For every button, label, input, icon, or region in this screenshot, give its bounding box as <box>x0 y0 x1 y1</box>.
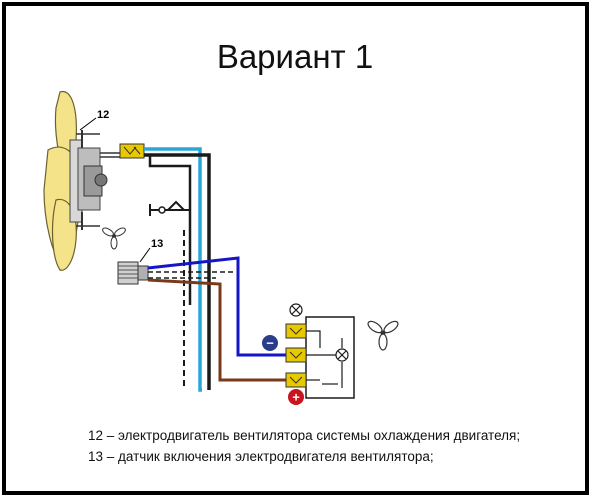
legend-item-13: 13 – датчик включения электродвигателя в… <box>88 449 434 464</box>
motor-label: 12 <box>97 109 109 121</box>
plus-badge: + <box>288 389 304 405</box>
fan-icon <box>102 227 126 250</box>
sensor-13 <box>117 261 149 285</box>
svg-text:−: − <box>266 336 274 351</box>
wire-brown <box>147 278 286 382</box>
wire-cyan <box>144 147 202 392</box>
diagram-title: Вариант 1 <box>216 38 374 75</box>
switch-icon <box>149 200 190 216</box>
wire-black-branch <box>148 155 192 305</box>
lamp-icon <box>335 348 349 362</box>
relay-connectors <box>285 323 307 388</box>
sensor-label: 13 <box>151 238 163 250</box>
wire-black <box>144 153 211 390</box>
wire-blue <box>147 256 286 357</box>
sensor-leader-line <box>139 247 151 263</box>
motor-leader-line <box>79 117 97 131</box>
fan-icon <box>367 320 399 351</box>
lamp-icon <box>289 303 303 317</box>
fan-motor-12 <box>43 91 122 271</box>
minus-badge: − <box>262 335 278 351</box>
svg-text:+: + <box>292 390 300 405</box>
legend-item-12: 12 – электродвигатель вентилятора систем… <box>88 428 521 443</box>
